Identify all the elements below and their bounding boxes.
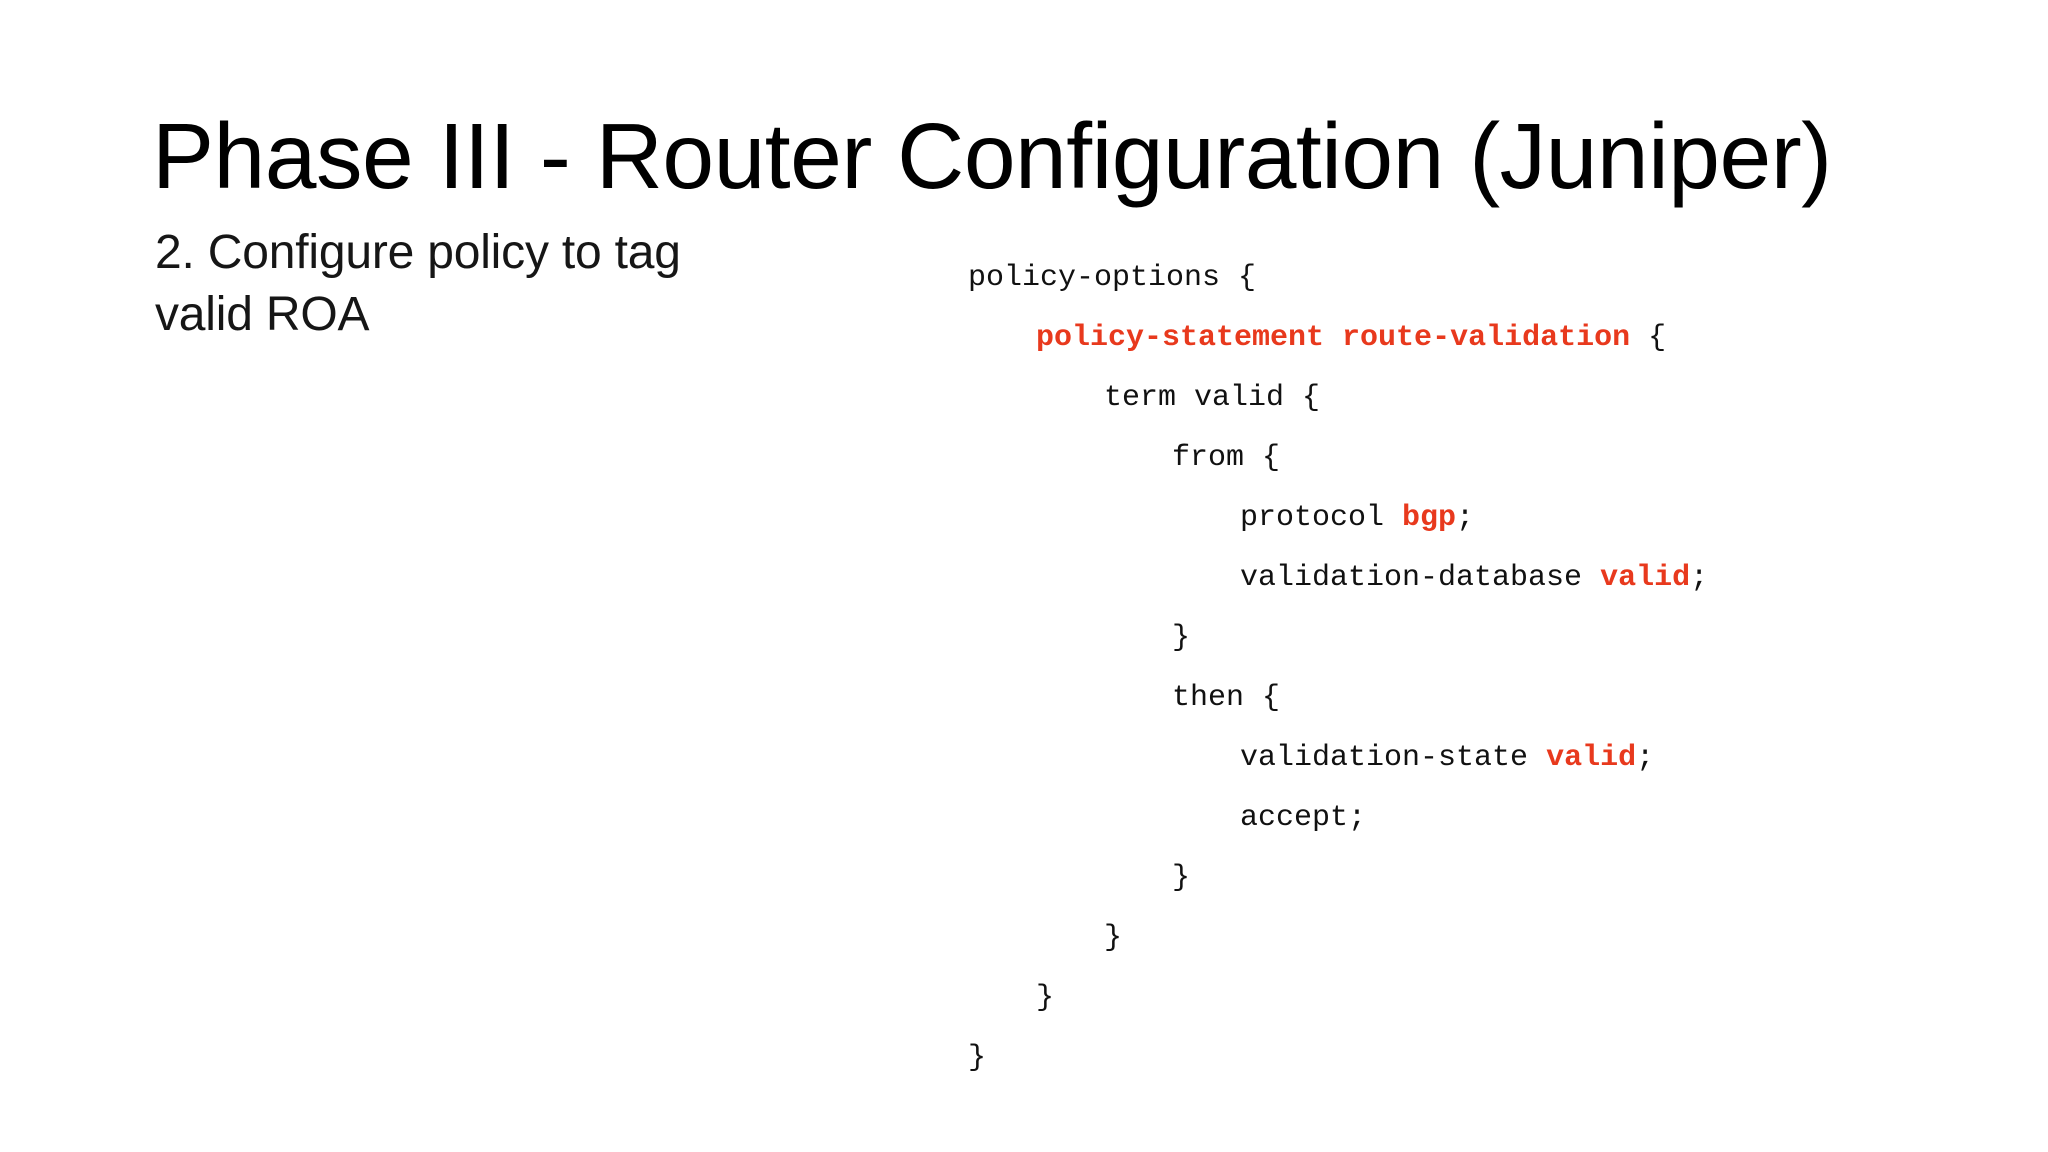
code-text: ; [1636,741,1655,775]
body-text-line: 2. Configure policy to tag [155,226,681,279]
code-text: policy-options { [968,261,1257,295]
code-text: { [1630,321,1667,355]
code-line: } [968,968,1708,1028]
code-text: validation-database [1240,561,1601,595]
code-block: policy-options { policy-statement route-v… [968,248,1708,1088]
code-line: protocol bgp; [968,488,1708,548]
code-line: validation-database valid; [968,548,1708,608]
code-text: } [1172,621,1191,655]
code-line: policy-statement route-validation { [968,308,1708,368]
code-line: } [968,1028,1708,1088]
code-text: } [968,1041,987,1075]
code-text: } [1036,981,1055,1015]
code-text: ; [1456,501,1475,535]
code-line: validation-state valid; [968,728,1708,788]
code-keyword: policy-statement route-validation [1036,321,1631,355]
code-text: } [1104,921,1123,955]
slide-title: Phase III - Router Configuration (Junipe… [152,104,1832,209]
code-keyword: valid [1546,741,1637,775]
code-text: validation-state [1240,741,1547,775]
code-line: } [968,908,1708,968]
code-line: term valid { [968,368,1708,428]
code-line: policy-options { [968,248,1708,308]
code-text: from { [1172,441,1281,475]
code-line: then { [968,668,1708,728]
code-line: } [968,848,1708,908]
code-line: from { [968,428,1708,488]
code-text: accept; [1240,801,1367,835]
code-keyword: valid [1600,561,1691,595]
code-line: } [968,608,1708,668]
body-text-block: 2. Configure policy to tag valid ROA [155,222,815,347]
code-text: then { [1172,681,1281,715]
code-keyword: bgp [1402,501,1457,535]
code-text: protocol [1240,501,1403,535]
code-text: ; [1690,561,1709,595]
body-text-line: valid ROA [155,288,370,342]
code-text: } [1172,861,1191,895]
code-text: term valid { [1104,381,1321,415]
code-line: accept; [968,788,1708,848]
